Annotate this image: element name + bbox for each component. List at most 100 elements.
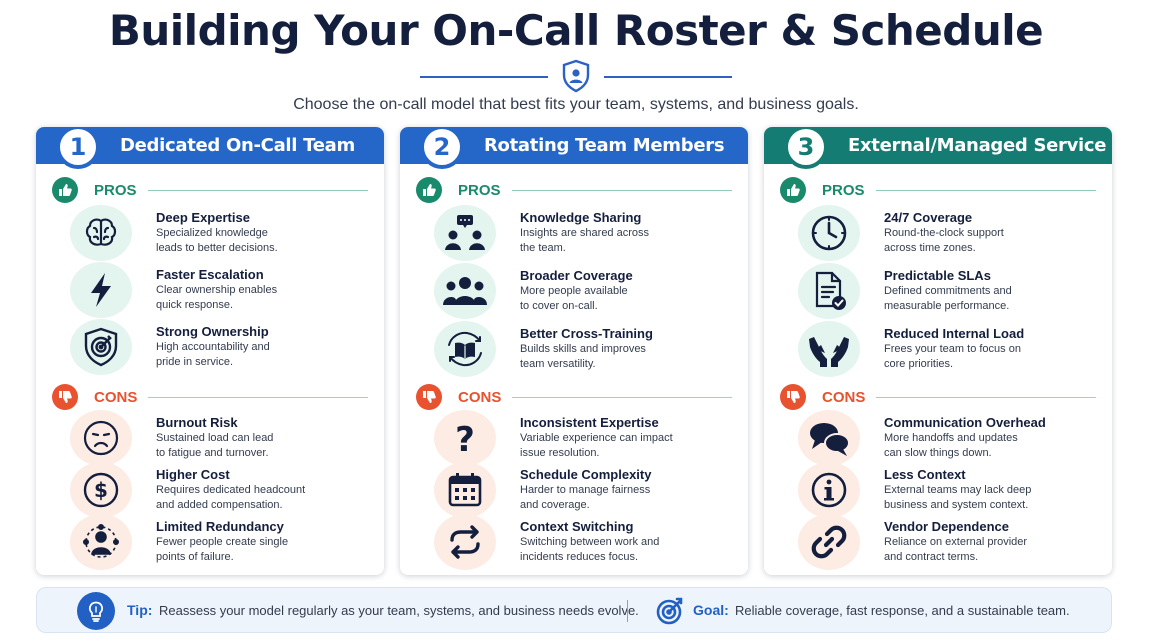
- question-mark-icon: ?: [434, 410, 496, 466]
- pros-label: PROS: [458, 182, 501, 199]
- item-title: 24/7 Coverage: [884, 210, 973, 225]
- item-desc: Frees your team to focus on: [884, 343, 1021, 355]
- item-desc: business and system context.: [884, 498, 1029, 511]
- brain-icon: [70, 205, 132, 261]
- item-title: Burnout Risk: [156, 415, 238, 430]
- item-title: Predictable SLAs: [884, 268, 991, 283]
- card-header: 3 External/Managed Service: [764, 127, 1112, 169]
- item-desc: Switching between work and: [520, 536, 660, 548]
- item-desc: External teams may lack deep: [884, 484, 1032, 496]
- calendar-icon: [434, 462, 496, 518]
- list-item: ? Inconsistent Expertise Variable experi…: [434, 410, 734, 466]
- card-number-badge: 1: [56, 127, 100, 169]
- item-desc: leads to better decisions.: [156, 241, 278, 254]
- list-item: Burnout Risk Sustained load can lead to …: [70, 410, 370, 466]
- item-title: Better Cross-Training: [520, 326, 653, 341]
- item-desc: More people available: [520, 285, 628, 297]
- card-title: Dedicated On-Call Team: [120, 135, 355, 156]
- page-title: Building Your On-Call Roster & Schedule: [108, 6, 1044, 55]
- card-managed-service: 3 External/Managed Service PROS 24/7 Cov…: [764, 127, 1112, 575]
- shield-user-icon: [562, 59, 590, 93]
- goal-label: Goal:: [693, 602, 729, 618]
- list-item: Broader Coverage More people available t…: [434, 263, 734, 319]
- item-desc: Defined commitments and: [884, 285, 1012, 297]
- card-title: Rotating Team Members: [484, 135, 725, 156]
- list-item: Deep Expertise Specialized knowledge lea…: [70, 205, 370, 261]
- item-title: Reduced Internal Load: [884, 326, 1025, 341]
- item-title: Strong Ownership: [156, 324, 269, 339]
- item-desc: can slow things down.: [884, 446, 992, 459]
- list-item: Schedule Complexity Harder to manage fai…: [434, 462, 734, 518]
- list-item: Vendor Dependence Reliance on external p…: [798, 514, 1098, 570]
- card-title: External/Managed Service: [848, 135, 1107, 156]
- card-rotating-team: 2 Rotating Team Members PROS Knowledge S…: [400, 127, 748, 575]
- tip-label: Tip:: [127, 602, 153, 618]
- thumbs-down-icon: [416, 384, 442, 410]
- item-desc: across time zones.: [884, 241, 976, 254]
- footer-banner: Tip: Reassess your model regularly as yo…: [36, 587, 1112, 633]
- single-person-network-icon: [70, 514, 132, 570]
- tired-face-icon: [70, 410, 132, 466]
- card-header: 1 Dedicated On-Call Team: [36, 127, 384, 169]
- thumbs-down-icon: [780, 384, 806, 410]
- thumbs-up-icon: [416, 177, 442, 203]
- item-desc: measurable performance.: [884, 299, 1010, 312]
- list-item: Reduced Internal Load Frees your team to…: [798, 321, 1098, 377]
- item-desc: to cover on-call.: [520, 299, 598, 312]
- item-desc: and coverage.: [520, 498, 590, 511]
- pros-section-header: PROS: [416, 177, 732, 203]
- item-title: Knowledge Sharing: [520, 210, 642, 225]
- item-title: Inconsistent Expertise: [520, 415, 659, 430]
- item-desc: Requires dedicated headcount: [156, 484, 306, 496]
- cons-section-header: CONS: [52, 384, 368, 410]
- item-desc: Specialized knowledge: [156, 227, 268, 239]
- item-desc: Builds skills and improves: [520, 343, 646, 355]
- document-check-icon: [798, 263, 860, 319]
- list-item: Communication Overhead More handoffs and…: [798, 410, 1098, 466]
- thumbs-up-icon: [52, 177, 78, 203]
- item-desc: core priorities.: [884, 357, 954, 370]
- lightning-bolt-icon: [70, 262, 132, 318]
- list-item: Knowledge Sharing Insights are shared ac…: [434, 205, 734, 261]
- item-desc: Sustained load can lead: [156, 432, 274, 444]
- item-title: Vendor Dependence: [884, 519, 1009, 534]
- title-divider: [0, 58, 1152, 94]
- info-icon: [798, 462, 860, 518]
- item-desc: and contract terms.: [884, 550, 979, 563]
- item-desc: Fewer people create single: [156, 536, 289, 548]
- clock-icon: [798, 205, 860, 261]
- group-icon: [434, 263, 496, 319]
- dollar-coin-icon: $: [70, 462, 132, 518]
- item-desc: to fatigue and turnover.: [156, 446, 269, 459]
- list-item: Predictable SLAs Defined commitments and…: [798, 263, 1098, 319]
- cons-label: CONS: [822, 389, 866, 406]
- list-item: Strong Ownership High accountability and…: [70, 319, 370, 375]
- list-item: Context Switching Switching between work…: [434, 514, 734, 570]
- item-title: Communication Overhead: [884, 415, 1046, 430]
- item-desc: pride in service.: [156, 355, 234, 368]
- thumbs-down-icon: [52, 384, 78, 410]
- thumbs-up-icon: [780, 177, 806, 203]
- book-cycle-icon: [434, 321, 496, 377]
- item-title: Deep Expertise: [156, 210, 250, 225]
- goal-text: Reliable coverage, fast response, and a …: [735, 603, 1070, 618]
- item-title: Broader Coverage: [520, 268, 633, 283]
- item-desc: team versatility.: [520, 357, 596, 370]
- item-desc: Insights are shared across: [520, 227, 650, 239]
- item-title: Schedule Complexity: [520, 467, 652, 482]
- item-desc: Clear ownership enables: [156, 284, 278, 296]
- item-desc: Round-the-clock support: [884, 227, 1004, 239]
- item-title: Higher Cost: [156, 467, 230, 482]
- item-title: Faster Escalation: [156, 267, 264, 282]
- list-item: 24/7 Coverage Round-the-clock support ac…: [798, 205, 1098, 261]
- lightbulb-icon: [77, 592, 115, 630]
- cons-label: CONS: [94, 389, 138, 406]
- shield-target-icon: [70, 319, 132, 375]
- pros-label: PROS: [822, 182, 865, 199]
- item-desc: Harder to manage fairness: [520, 484, 651, 496]
- footer-divider: [627, 600, 628, 622]
- chain-link-icon: [798, 514, 860, 570]
- item-desc: Variable experience can impact: [520, 432, 673, 444]
- item-desc: points of failure.: [156, 550, 234, 563]
- list-item: Limited Redundancy Fewer people create s…: [70, 514, 370, 570]
